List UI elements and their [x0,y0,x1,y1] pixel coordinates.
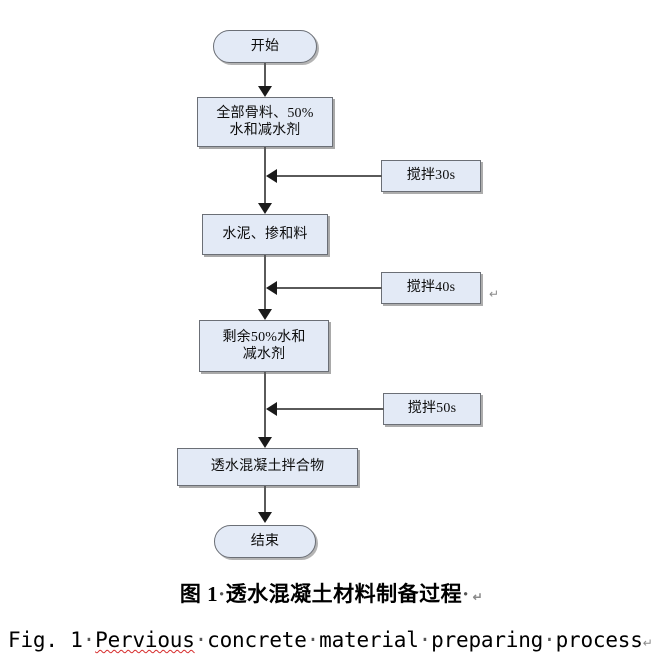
node-step1-label-line2: 水和减水剂 [229,123,301,138]
caption-en-word-process: process [555,628,643,652]
arrowhead-step2-to-step3 [258,309,272,320]
caption-en-word-concrete: concrete [207,628,307,652]
caption-cn-space-dot: · [218,582,226,606]
connector-start-to-step1 [264,63,266,88]
caption-cn-trailing-dot: · [462,582,470,606]
note-stir-30s[interactable]: 搅拌30s [381,160,481,192]
caption-en-dot-1: · [82,628,96,652]
arrowhead-start-to-step1 [258,86,272,97]
node-step3[interactable]: 剩余50%水和 减水剂 [199,320,329,372]
arrowhead-note40s [266,281,277,295]
pilcrow-mark-caption-cn: ↵ [472,590,484,604]
arrowhead-step3-to-step4 [258,437,272,448]
node-step4[interactable]: 透水混凝土拌合物 [177,448,358,486]
node-step3-label-line1: 剩余50%水和 [222,329,306,345]
arrowhead-note30s [266,169,277,183]
caption-cn-figure-label: 图 1 [179,582,219,606]
note-stir-30s-label: 搅拌30s [406,168,456,184]
note-stir-50s-label: 搅拌50s [407,401,457,417]
node-start-label: 开始 [250,38,280,54]
caption-en-figure-label: Fig. 1 [8,628,83,652]
caption-en-word-pervious: Pervious [95,628,195,652]
caption-en-dot-4: · [418,628,432,652]
node-start[interactable]: 开始 [213,30,317,63]
connector-step1-to-step2 [264,147,266,205]
node-step2-label: 水泥、掺和料 [222,226,308,242]
node-step1-label-line1: 全部骨料、50% [216,105,314,121]
figure-caption-english: Fig. 1·Pervious·concrete·material·prepar… [8,628,663,652]
connector-step4-to-end [264,486,266,513]
node-step4-label: 透水混凝土拌合物 [210,459,325,475]
caption-en-word-preparing: preparing [431,628,544,652]
pilcrow-mark-note40s: ↵ [489,287,500,301]
connector-step3-to-step4 [264,372,266,438]
connector-note50s-to-flow [276,408,384,410]
connector-note40s-to-flow [276,287,382,289]
figure-caption-chinese: 图 1·透水混凝土材料制备过程·↵ [0,578,663,608]
caption-en-dot-3: · [306,628,320,652]
caption-en-dot-2: · [194,628,208,652]
note-stir-40s[interactable]: 搅拌40s [381,272,481,304]
connector-note30s-to-flow [276,175,382,177]
node-step3-label-line2: 减水剂 [242,347,286,362]
connector-step2-to-step3 [264,255,266,311]
note-stir-50s[interactable]: 搅拌50s [383,393,481,425]
pilcrow-mark-caption-en: ↵ [642,636,653,650]
caption-cn-text: 透水混凝土材料制备过程 [225,582,463,606]
arrowhead-step1-to-step2 [258,203,272,214]
caption-en-dot-5: · [543,628,556,652]
node-end[interactable]: 结束 [214,525,316,558]
arrowhead-step4-to-end [258,512,272,523]
node-step2[interactable]: 水泥、掺和料 [202,214,328,255]
note-stir-40s-label: 搅拌40s [406,280,456,296]
caption-en-word-material: material [319,628,419,652]
node-step1[interactable]: 全部骨料、50% 水和减水剂 [197,97,333,147]
arrowhead-note50s [266,402,277,416]
flowchart-canvas: 开始 全部骨料、50% 水和减水剂 水泥、掺和料 剩余50%水和 减水剂 透水混… [177,30,500,558]
node-end-label: 结束 [250,533,280,549]
